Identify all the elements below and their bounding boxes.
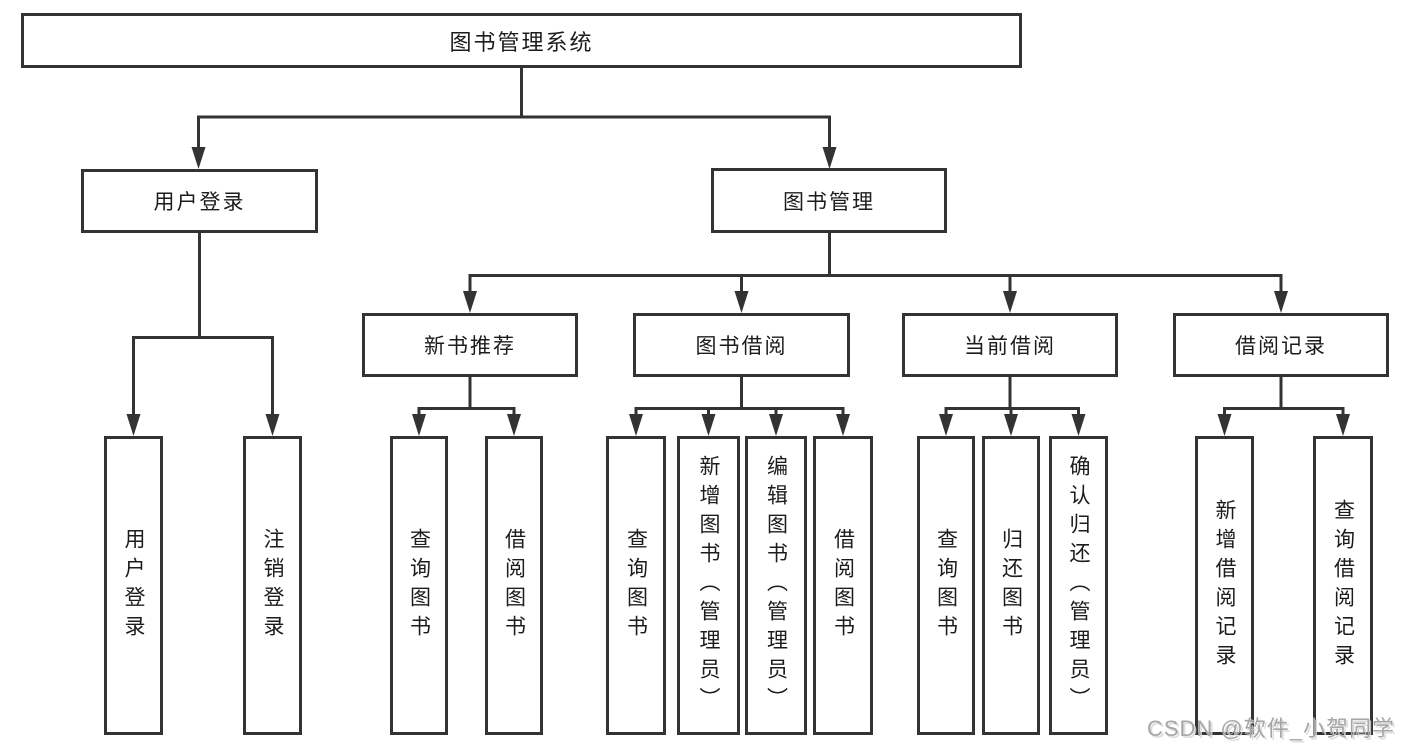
node-label: 借阅图书 (831, 527, 855, 644)
node-label: 图书借阅 (695, 335, 788, 358)
node-leaf-borrow-books-2: 借阅图书 (813, 436, 873, 735)
node-label: 用户登录 (153, 191, 246, 214)
node-leaf-query-books-1: 查询图书 (390, 436, 448, 735)
node-label: 图书管理 (783, 190, 875, 214)
arrowheads-down (126, 147, 1350, 436)
node-label: 新增图书（管理员） (697, 455, 721, 716)
node-leaf-edit-books-admin: 编辑图书（管理员） (745, 436, 807, 735)
node-label: 新增借阅记录 (1213, 498, 1237, 673)
node-leaf-query-borrow-record: 查询借阅记录 (1313, 436, 1373, 735)
node-current-borrow: 当前借阅 (902, 313, 1118, 377)
node-label: 用户登录 (122, 527, 146, 644)
node-label: 查询图书 (624, 527, 648, 644)
node-label: 编辑图书（管理员） (764, 455, 788, 716)
connector-lines (132, 67, 1345, 417)
node-leaf-logout: 注销登录 (243, 436, 302, 735)
node-leaf-user-login: 用户登录 (104, 436, 163, 735)
node-leaf-add-borrow-record: 新增借阅记录 (1195, 436, 1254, 735)
node-label: 注销登录 (261, 527, 285, 644)
node-label: 当前借阅 (964, 335, 1056, 358)
node-label: 图书管理系统 (449, 29, 594, 55)
node-label: 查询借阅记录 (1331, 498, 1355, 673)
node-borrow-records: 借阅记录 (1173, 313, 1389, 377)
node-label: 借阅图书 (502, 527, 526, 644)
node-book-borrow: 图书借阅 (633, 313, 850, 377)
csdn-watermark: CSDN @软件_小贺同学 (1146, 716, 1395, 741)
node-library-management-system: 图书管理系统 (21, 13, 1022, 68)
node-leaf-borrow-books-1: 借阅图书 (485, 436, 543, 735)
node-label: 借阅记录 (1235, 335, 1327, 358)
node-leaf-query-books-2: 查询图书 (606, 436, 666, 735)
node-leaf-add-books-admin: 新增图书（管理员） (677, 436, 740, 735)
node-label: 查询图书 (407, 527, 431, 644)
node-user-login: 用户登录 (81, 169, 318, 233)
node-label: 确认归还（管理员） (1067, 455, 1091, 716)
node-label: 归还图书 (999, 527, 1023, 644)
node-label: 新书推荐 (424, 335, 516, 358)
node-leaf-query-books-3: 查询图书 (917, 436, 975, 735)
node-label: 查询图书 (934, 527, 958, 644)
node-leaf-return-books: 归还图书 (982, 436, 1040, 735)
node-new-book-recommend: 新书推荐 (362, 313, 578, 377)
node-leaf-confirm-return-admin: 确认归还（管理员） (1049, 436, 1108, 735)
node-book-management: 图书管理 (711, 168, 947, 233)
